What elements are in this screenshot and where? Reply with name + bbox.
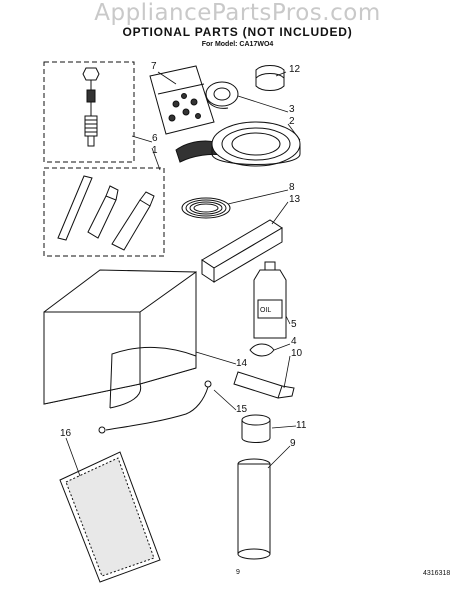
cover-part: [43, 269, 197, 409]
callout-7: 7: [151, 61, 157, 72]
aerosol-can-part: [237, 458, 271, 560]
tube-kit-box: [43, 167, 165, 257]
callout-9: 9: [290, 438, 296, 449]
diagram-subtitle: For Model: CA17WO4: [201, 41, 274, 48]
small-can-part: [241, 414, 271, 443]
callout-14: 14: [236, 358, 248, 369]
callout-12: 12: [289, 64, 301, 75]
watermark: AppliancePartsPros.com: [94, 0, 381, 26]
callout-2: 2: [289, 116, 295, 127]
foam-block-part: [201, 219, 283, 283]
tube-kit-parts: [57, 175, 155, 251]
callout-3: 3: [289, 104, 295, 115]
oil-bottle-part: [253, 261, 287, 339]
tape-strip-part: [255, 65, 285, 91]
oil-bottle-label: OIL: [260, 307, 271, 314]
callout-6: 6: [152, 133, 158, 144]
callout-16: 16: [60, 428, 72, 439]
valve-core-part: [82, 67, 100, 147]
callout-13: 13: [289, 194, 301, 205]
callout-15: 15: [236, 404, 248, 415]
clip-part: [249, 343, 275, 357]
small-tape-roll-part: [205, 81, 239, 109]
valve-kit-box: [43, 61, 135, 163]
caulk-tube-part: [233, 371, 295, 399]
document-number: 4316318: [423, 570, 451, 577]
cord-part: [98, 380, 212, 434]
hardware-bag-part: [149, 65, 215, 135]
callout-11: 11: [296, 420, 307, 431]
foam-tape-roll-part: [175, 121, 301, 167]
callout-5: 5: [291, 319, 297, 330]
coiled-tubing-part: [181, 197, 231, 219]
callout-8: 8: [289, 182, 295, 193]
callout-1: 1: [152, 145, 158, 156]
diagram-title: OPTIONAL PARTS (NOT INCLUDED): [122, 25, 353, 39]
callout-10: 10: [291, 348, 303, 359]
page-number: 9: [236, 569, 240, 576]
callout-4: 4: [291, 336, 297, 347]
leader-lines: [65, 71, 301, 477]
filter-panel-part: [59, 451, 161, 583]
